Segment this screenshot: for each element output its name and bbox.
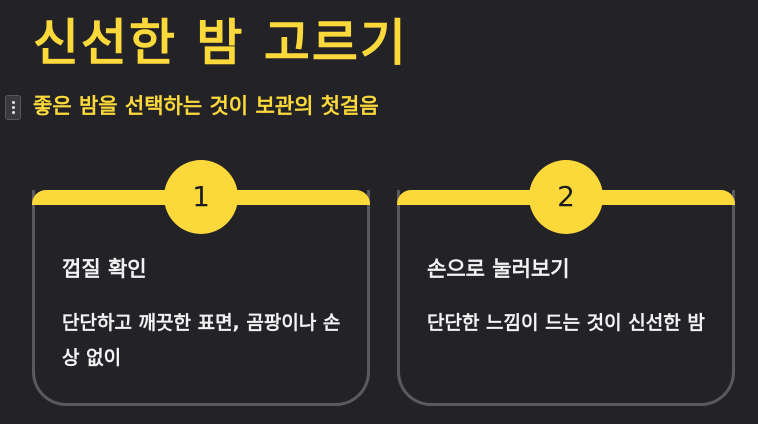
- step-card-1: 1 껍질 확인 단단하고 깨끗한 표면, 곰팡이나 손상 없이: [32, 160, 370, 406]
- step-title: 손으로 눌러보기: [427, 257, 570, 281]
- step-number-badge: 1: [164, 160, 238, 234]
- handle-dot: [11, 111, 15, 114]
- step-description: 단단하고 깨끗한 표면, 곰팡이나 손상 없이: [62, 312, 341, 369]
- step-description: 단단한 느낌이 드는 것이 신선한 밤: [427, 312, 705, 334]
- page-subtitle: 좋은 밤을 선택하는 것이 보관의 첫걸음: [33, 94, 379, 118]
- step-number-badge: 2: [529, 160, 603, 234]
- step-title: 껍질 확인: [62, 257, 147, 281]
- step-card-2: 2 손으로 눌러보기 단단한 느낌이 드는 것이 신선한 밤: [397, 160, 735, 406]
- drag-handle-icon[interactable]: [5, 95, 21, 120]
- page-title: 신선한 밤 고르기: [33, 14, 408, 72]
- handle-dot: [11, 106, 15, 109]
- handle-dot: [11, 101, 15, 104]
